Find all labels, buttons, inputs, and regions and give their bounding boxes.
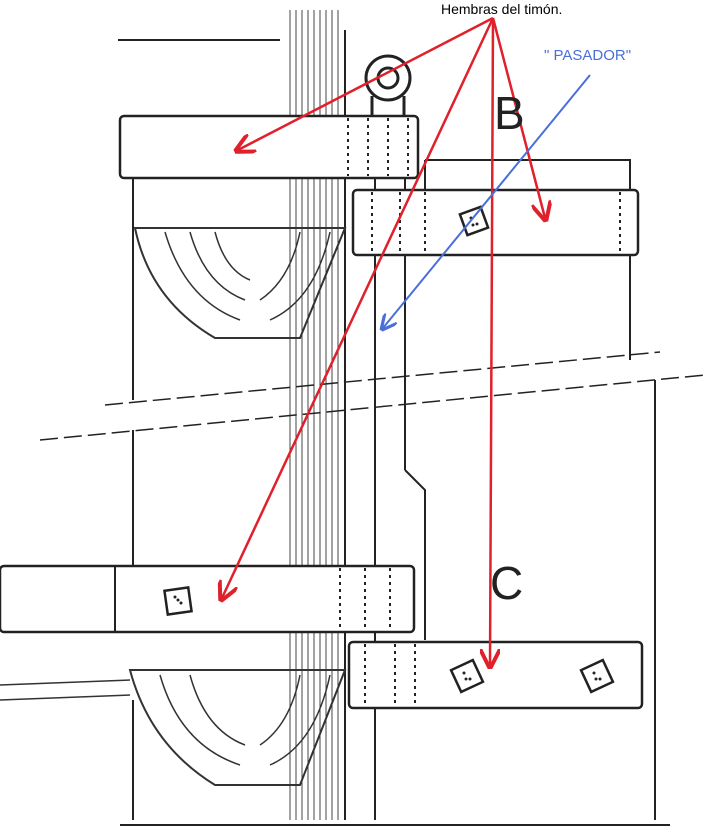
nail-upper	[458, 205, 490, 237]
arrow-to-strap-upper-left	[238, 16, 494, 150]
strap-upper-left	[118, 114, 420, 180]
break-lines	[39, 351, 705, 441]
arrow-to-strap-lower-left	[222, 17, 495, 598]
letter-c: C	[490, 557, 524, 609]
pin-dashes	[339, 118, 621, 706]
strap-lower-left	[0, 564, 416, 634]
nail-lower-mid	[449, 658, 485, 694]
label-pasador: " PASADOR"	[544, 47, 632, 64]
arrow-to-strap-upper-right	[491, 17, 545, 218]
label-hembras: Hembras del timón.	[441, 1, 563, 17]
strap-lower-right	[347, 640, 644, 710]
arrow-to-pin	[383, 74, 591, 328]
wood-block-upper	[133, 227, 347, 339]
eye-bolt	[364, 54, 412, 118]
wood-block-lower	[0, 669, 347, 786]
nail-lower-right	[579, 658, 615, 694]
strap-upper-right	[351, 188, 640, 257]
arrow-to-strap-lower-right	[490, 17, 493, 665]
letter-b: B	[494, 87, 525, 139]
rudder-notch-line	[404, 469, 426, 640]
rudder-top-line	[425, 159, 631, 190]
